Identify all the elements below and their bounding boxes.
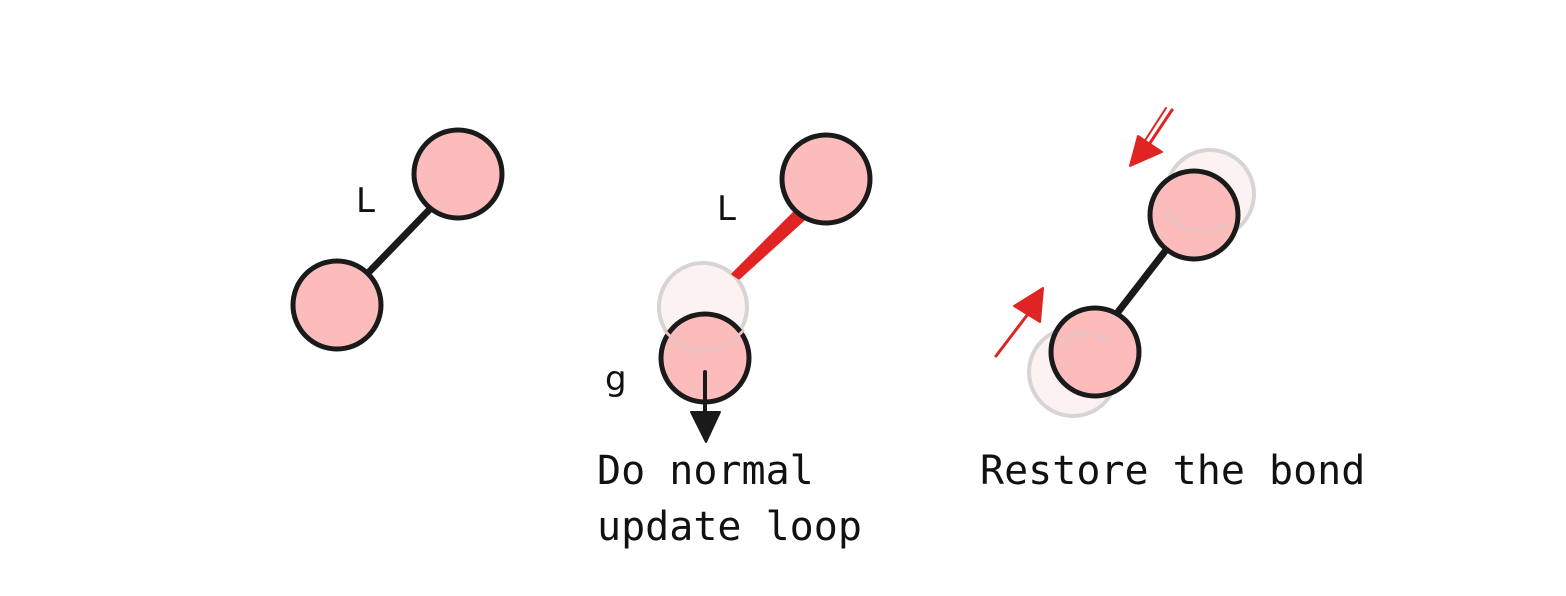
gravity-arrow-head — [690, 411, 721, 443]
top-ball — [1147, 168, 1241, 262]
bottom-ball — [1048, 305, 1142, 399]
ghost-overlap-arc — [1162, 210, 1231, 233]
stretched-bond — [731, 210, 805, 280]
correction-arrow-shaft — [994, 312, 1030, 358]
caption-line-1: Restore the bond — [980, 448, 1365, 494]
bottom-ball — [290, 258, 384, 352]
gravity-label: g — [605, 359, 627, 399]
ghost-overlap-arc — [662, 328, 746, 353]
panel-update-step: L g Do normal update loop — [597, 132, 873, 550]
ghost-overlap-arc — [1058, 332, 1111, 346]
caption-line-1: Do normal — [597, 448, 814, 494]
bond-length-label: L — [356, 181, 375, 221]
correction-arrow-head — [1129, 135, 1163, 167]
bond-line — [365, 206, 433, 276]
caption-line-2: update loop — [597, 504, 862, 550]
correction-arrow-shaft — [1146, 108, 1174, 148]
correction-arrow-shaft — [1143, 107, 1167, 143]
panel-restore-step: Restore the bond — [980, 107, 1365, 494]
top-ball — [779, 132, 873, 226]
bond-length-label: L — [717, 189, 736, 229]
bond-line — [1114, 246, 1170, 316]
top-ball — [411, 127, 505, 221]
panel-initial-state: L — [290, 127, 505, 352]
correction-arrow-head — [1013, 287, 1044, 323]
